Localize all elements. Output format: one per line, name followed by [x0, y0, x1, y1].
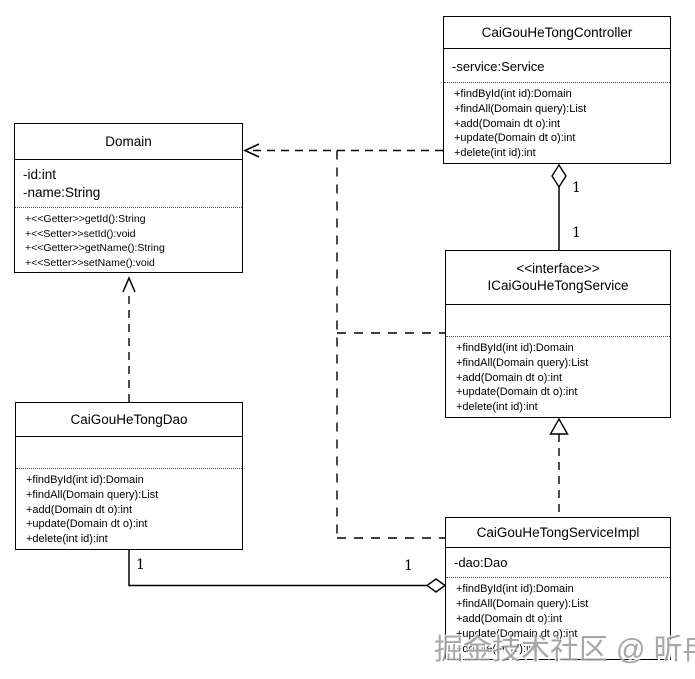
class-attributes: -service:Service — [444, 49, 670, 84]
class-caigouhetongserviceimpl: CaiGouHeTongServiceImpl -dao:Dao +findBy… — [445, 517, 671, 660]
class-stereotype: <<interface>> — [516, 261, 600, 277]
class-domain: Domain -id:int -name:String +<<Getter>>ge… — [14, 123, 243, 273]
class-title: CaiGouHeTongServiceImpl — [446, 518, 670, 548]
method-item: +findById(int id):Domain — [454, 88, 572, 101]
method-item: +update(Domain dt o):int — [456, 386, 578, 399]
multiplicity-impl-end: 1 — [404, 558, 413, 574]
method-item: +add(Domain dt o):int — [456, 613, 563, 625]
class-methods: +findById(int id):Domain+findAll(Domain … — [444, 83, 670, 163]
method-item: +<<Getter>>getId():String — [25, 213, 146, 225]
method-item: +<<Setter>>setName():void — [25, 256, 155, 269]
class-icaigouhetongservice: <<interface>> ICaiGouHeTongService +find… — [445, 250, 671, 418]
method-item: +update(Domain dt o):int — [456, 628, 578, 640]
class-title: Domain — [15, 124, 242, 160]
class-methods: +findById(int id):Domain+findAll(Domain … — [446, 337, 670, 417]
method-item: +add(Domain dt o):int — [456, 371, 563, 384]
method-item: +findAll(Domain query):List — [456, 356, 589, 369]
attribute-item: -id:int — [23, 167, 57, 183]
class-title: <<interface>> ICaiGouHeTongService — [446, 251, 670, 305]
class-attributes — [446, 305, 670, 338]
method-item: +findById(int id):Domain — [26, 474, 144, 487]
method-item: +<<Getter>>getName():String — [25, 242, 165, 254]
class-name: ICaiGouHeTongService — [487, 278, 629, 294]
dependency-controller-domain — [243, 143, 443, 158]
method-item: +add(Domain dt o):int — [454, 117, 561, 130]
dependency-dao-domain — [122, 276, 136, 402]
class-methods: +<<Getter>>getId():String +<<Setter>>setI… — [15, 208, 242, 272]
aggregation-impl-dao — [128, 550, 447, 593]
method-item: +findById(int id):Domain — [456, 583, 574, 595]
method-item: +update(Domain dt o):int — [26, 518, 148, 531]
method-item: +delete(int id):int — [456, 401, 538, 414]
class-title: CaiGouHeTongDao — [16, 403, 242, 438]
attribute-item: -dao:Dao — [454, 555, 508, 571]
open-arrowhead-icon — [122, 276, 136, 293]
hollow-triangle-icon — [549, 417, 569, 435]
aggregation-diamond-icon — [551, 163, 567, 189]
method-item: +delete(int id):int — [26, 533, 108, 546]
class-caigouhetongcontroller: CaiGouHeTongController -service:Service … — [443, 16, 671, 164]
class-methods: +findById(int id):Domain+findAll(Domain … — [16, 469, 242, 549]
method-item: +findAll(Domain query):List — [26, 488, 159, 501]
multiplicity-dao-end: 1 — [136, 557, 145, 573]
method-item: +add(Domain dt o):int — [26, 503, 133, 516]
class-caigouhetongdao: CaiGouHeTongDao +findById(int id):Domain… — [15, 402, 243, 550]
method-item: +delete(int id):int — [456, 643, 538, 655]
realization-impl-iservice — [549, 417, 569, 517]
aggregation-diamond-icon — [425, 578, 447, 593]
dependency-branch-domain — [336, 150, 445, 539]
multiplicity-controller-end: 1 — [572, 180, 581, 196]
class-title: CaiGouHeTongController — [444, 17, 670, 50]
class-attributes: -dao:Dao — [446, 548, 670, 578]
method-item: +update(Domain dt o):int — [454, 132, 576, 145]
watermark-text: 掘金技术社区 @ 昕冉 — [434, 634, 695, 666]
method-item: +<<Setter>>setId():void — [25, 227, 136, 240]
open-arrowhead-icon — [243, 143, 260, 158]
multiplicity-iservice-end: 1 — [572, 225, 581, 241]
aggregation-controller-iservice — [551, 163, 567, 250]
method-item: +findAll(Domain query):List — [454, 102, 587, 115]
class-attributes — [16, 437, 242, 470]
method-item: +delete(int id):int — [454, 147, 536, 160]
class-methods: +findById(int id):Domain +findAll(Domain … — [446, 578, 670, 659]
attribute-item: -name:String — [23, 185, 101, 201]
method-item: +findAll(Domain query):List — [456, 598, 589, 610]
attribute-item: -service:Service — [452, 58, 545, 74]
method-item: +findById(int id):Domain — [456, 342, 574, 355]
class-attributes: -id:int -name:String — [15, 160, 242, 208]
